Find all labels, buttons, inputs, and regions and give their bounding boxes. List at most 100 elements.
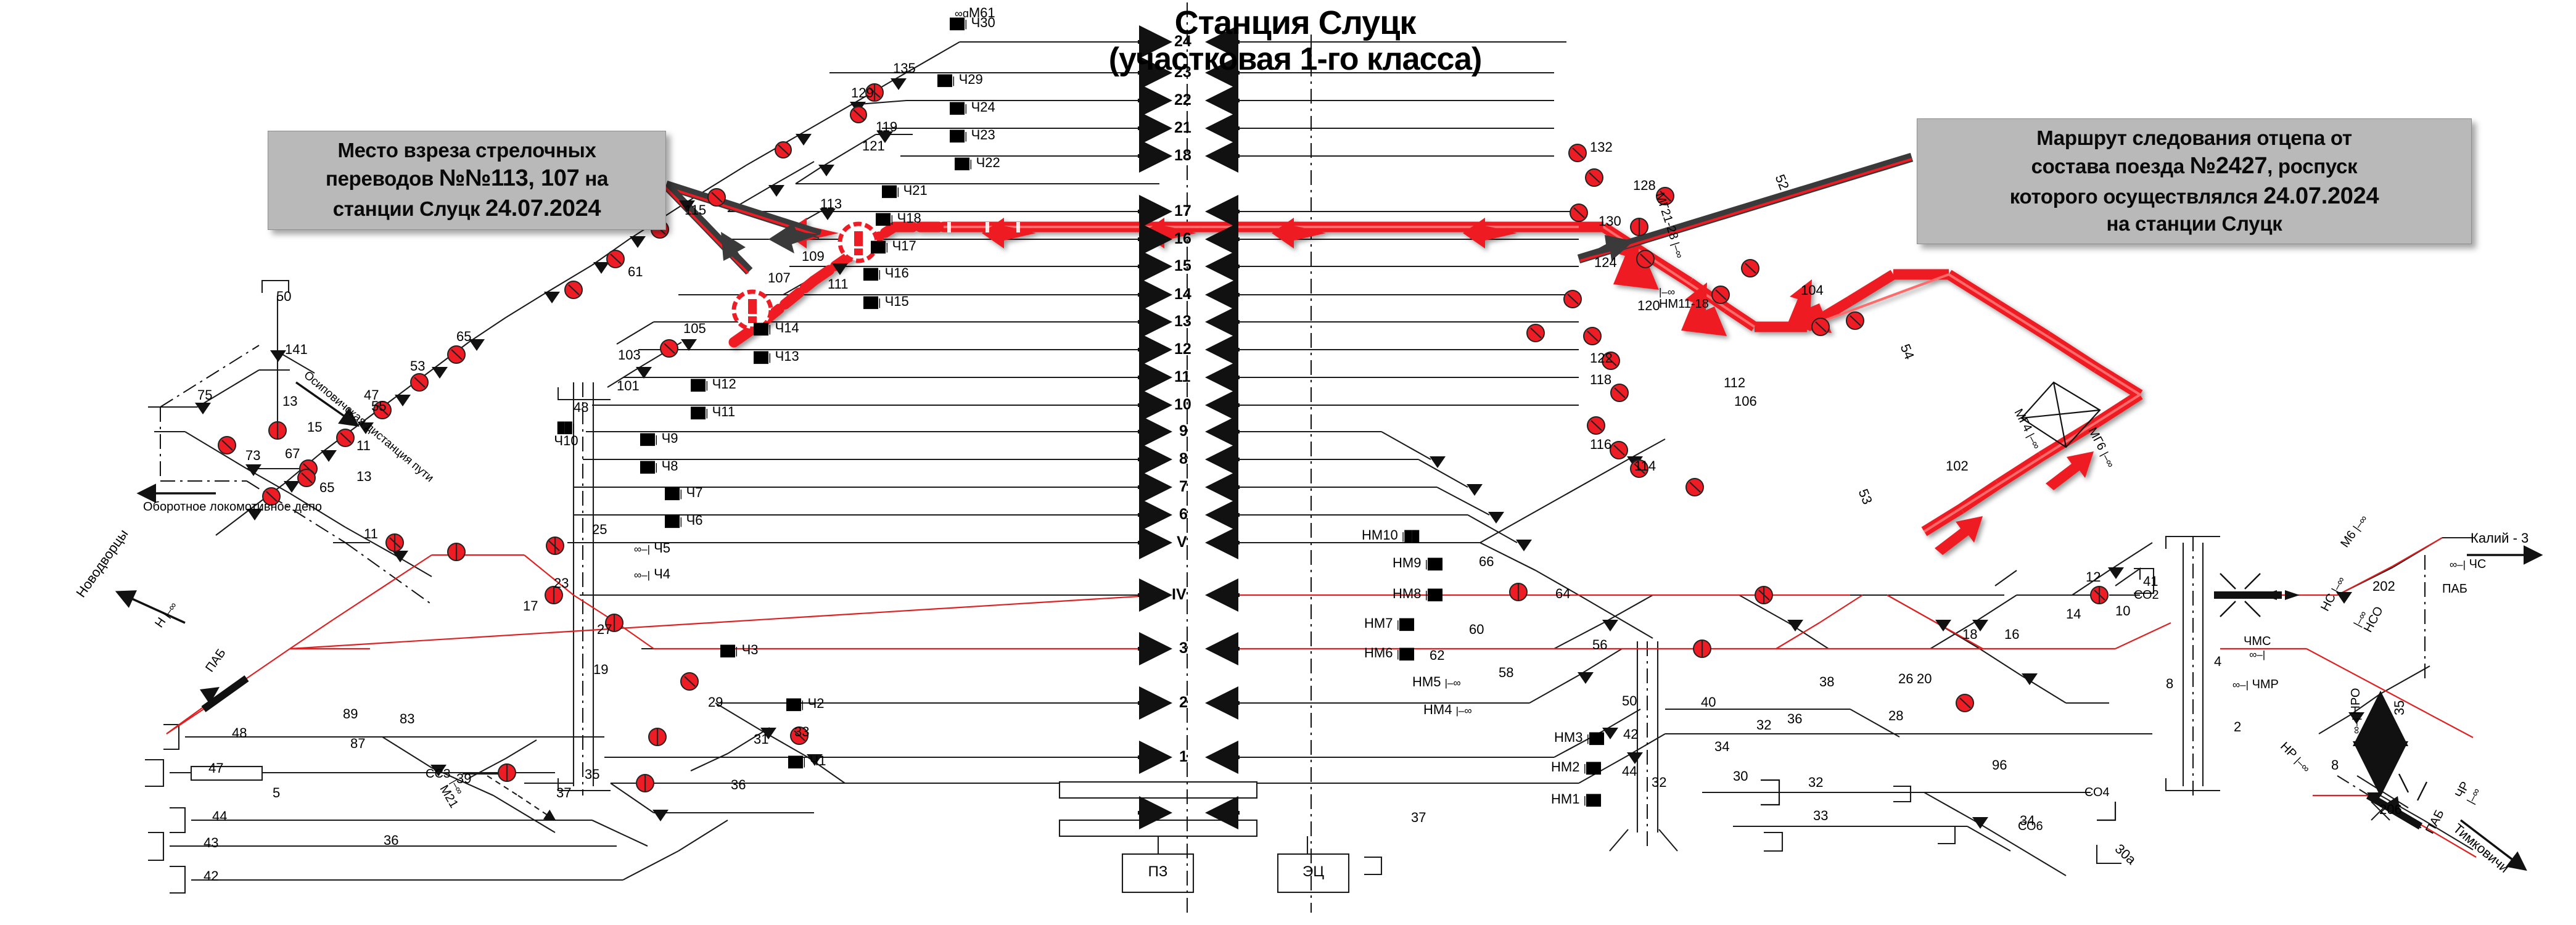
signal-label-ch6: ██| Ч6 [665, 512, 703, 528]
switch-number-23: 23 [554, 575, 569, 591]
signal-label-ch23: ██| Ч23 [950, 127, 995, 142]
switch-number-11: 11 [356, 438, 371, 453]
switch-number-48: 48 [232, 725, 247, 741]
switch-number-119: 119 [876, 119, 898, 134]
switch-number-102: 102 [1946, 458, 1969, 474]
callout-right-line2c: , роспуск [2267, 155, 2358, 178]
page-subtitle: (участковая 1-го класса) [1108, 41, 1483, 77]
signal-label-ch15: ██| Ч15 [863, 294, 909, 309]
switch-number-83: 83 [400, 711, 415, 726]
signal-label-ch29: ██| Ч29 [937, 72, 983, 87]
track-direction-arrows [1138, 25, 1240, 829]
switch-number-25: 25 [592, 522, 607, 537]
switch-number-62: 62 [1430, 648, 1445, 663]
switch-number-37: 37 [556, 785, 572, 800]
callout-switch-damage: Место взреза стрелочных переводов №№113,… [268, 131, 666, 231]
switch-number-5: 5 [273, 785, 281, 800]
station-axis-lines [160, 2, 2426, 913]
switch-number-51: 65 [456, 329, 472, 344]
switch-number-87: 87 [350, 736, 366, 751]
warning-badge-113 [837, 221, 879, 263]
callout-right-date: 24.07.2024 [2263, 183, 2379, 209]
signal-label-nm5: НМ5 |–∞ [1412, 674, 1461, 689]
track-number-18: 18 [1174, 147, 1191, 164]
switch-number-40: 40 [1701, 694, 1716, 710]
switch-number-202: 202 [2372, 578, 2395, 594]
signal-label-ch7: ██| Ч7 [665, 485, 703, 500]
signal-label-nm2: НМ2 |██ [1551, 759, 1602, 775]
switch-point-markers [195, 78, 2383, 829]
switch-number-33b: 33 [1813, 808, 1829, 823]
callout-left-line2c: на [579, 167, 609, 191]
switch-number-66: 66 [1479, 554, 1494, 569]
switch-number-118: 118 [1590, 372, 1612, 387]
switch-number-32: 32 [1756, 717, 1772, 733]
callout-left-line1: Место взреза стрелочных [337, 139, 596, 162]
switch-number-111: 111 [828, 276, 849, 292]
switch-number-29: 29 [708, 694, 723, 710]
route-direction-arrows [784, 218, 2094, 555]
switch-number-107: 107 [768, 270, 791, 286]
switch-number-55: 55 [371, 398, 387, 414]
switch-number-18: 18 [1962, 627, 1978, 642]
switch-number-115: 115 [685, 202, 707, 218]
switch-number-121: 121 [862, 138, 885, 154]
track-number-6: 6 [1179, 506, 1188, 523]
main-line-red-left [166, 648, 370, 734]
track-number-15: 15 [1174, 257, 1191, 274]
switch-number-60: 60 [1469, 622, 1484, 637]
switch-number-42b: 42 [1623, 726, 1639, 742]
signal-label-ch13: ██| Ч13 [754, 348, 799, 364]
switch-number-33: 33 [794, 724, 810, 739]
page-title: Станция Слуцк [1174, 4, 1417, 41]
callout-left-date: 24.07.2024 [485, 195, 601, 221]
track-number-3: 3 [1179, 639, 1188, 657]
signal-label-ch16: ██| Ч16 [863, 265, 909, 281]
switch-number-96: 96 [1992, 757, 2007, 773]
signal-label-ch12: ██| Ч12 [691, 376, 736, 392]
signal-label-so4: СО4 [2084, 786, 2110, 799]
switch-number-130: 130 [1599, 213, 1621, 229]
track-number-21: 21 [1174, 119, 1191, 136]
switch-number-101: 103 [618, 347, 641, 363]
switch-number-73: 73 [245, 448, 261, 463]
switch-number-109: 109 [802, 249, 825, 264]
switch-number-124: 124 [1594, 255, 1617, 270]
switch-number-31: 31 [754, 731, 769, 747]
switch-number-17: 17 [523, 598, 538, 614]
switch-number-50: 50 [276, 289, 292, 304]
callout-right-line2a: состава поезда [2031, 155, 2190, 178]
switch-number-122: 122 [1590, 350, 1613, 366]
switch-number-4: 4 [2214, 654, 2222, 669]
switch-number-32b: 32 [1652, 775, 1667, 790]
switch-number-129: 129 [851, 85, 874, 101]
switch-number-47b: 47 [208, 760, 224, 776]
callout-right-line1: Маршрут следования отцепа от [2036, 126, 2352, 149]
switch-number-35: 35 [585, 767, 600, 782]
callout-right-train: №2427 [2189, 153, 2268, 179]
route-highlight [728, 218, 2143, 555]
signal-label-ch21: ██| Ч21 [882, 183, 928, 198]
switch-number-39: 39 [456, 771, 472, 786]
switch-number-116: 116 [1590, 437, 1612, 452]
signal-label-so6: СО6 [2018, 820, 2043, 833]
switch-number-27: 27 [597, 622, 612, 637]
signal-label-nm6: НМ6 |██ [1364, 645, 1415, 660]
switch-number-34b: 34 [2020, 813, 2035, 828]
signal-label-nm4: НМ4 |–∞ [1423, 702, 1472, 717]
switch-number-61: 61 [628, 264, 643, 279]
signal-label-nm9: НМ9 |██ [1393, 555, 1443, 570]
callout-left-line3a: станции Слуцк [332, 197, 486, 220]
signal-label-nm11-18: |–∞НМ11-18 [1659, 286, 1709, 311]
switch-number-105: 105 [683, 321, 706, 336]
track-number-7: 7 [1179, 478, 1188, 495]
signal-label-ch22: ██| Ч22 [955, 155, 1000, 170]
signal-label-ssz: ССЗ [426, 767, 451, 781]
signal-label-pab-right: ПАБ [2442, 582, 2467, 596]
track-number-9: 9 [1179, 422, 1188, 440]
switch-number-56: 56 [1592, 637, 1608, 652]
switch-number-104: 104 [1801, 282, 1824, 298]
callout-left-switches: №№113, 107 [438, 165, 580, 192]
switch-number-64: 64 [1555, 586, 1571, 601]
